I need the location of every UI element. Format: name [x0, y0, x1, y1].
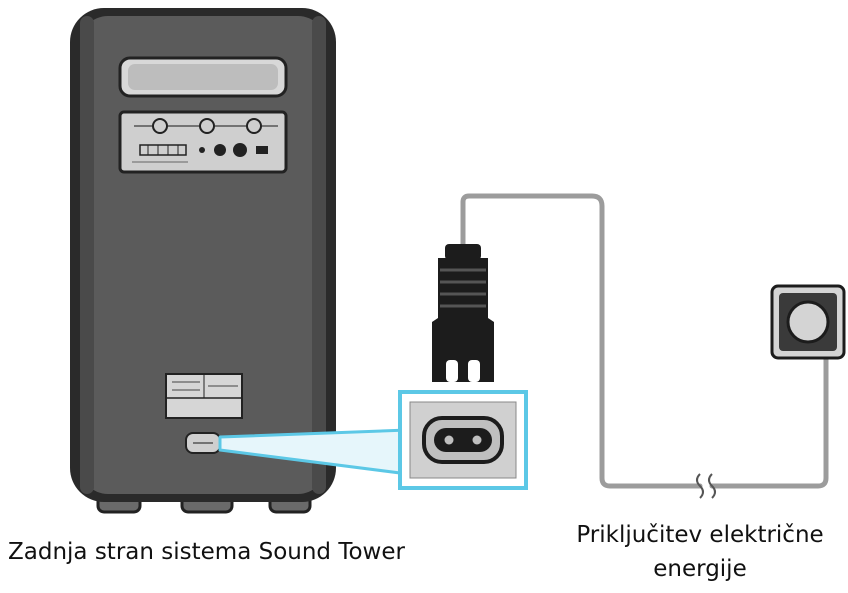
rating-label	[165, 373, 243, 419]
sound-tower-back	[70, 8, 336, 502]
wall-socket-icon	[770, 284, 846, 360]
power-port	[185, 432, 221, 454]
cable-break-icon	[696, 473, 716, 499]
power-connection-caption: Priključitev električne energije	[576, 522, 824, 582]
power-plug-icon	[432, 244, 494, 382]
speaker-back-caption: Zadnja stran sistema Sound Tower	[8, 539, 405, 565]
port-callout	[398, 390, 528, 490]
input-panel	[118, 110, 288, 174]
power-cable	[460, 193, 829, 489]
